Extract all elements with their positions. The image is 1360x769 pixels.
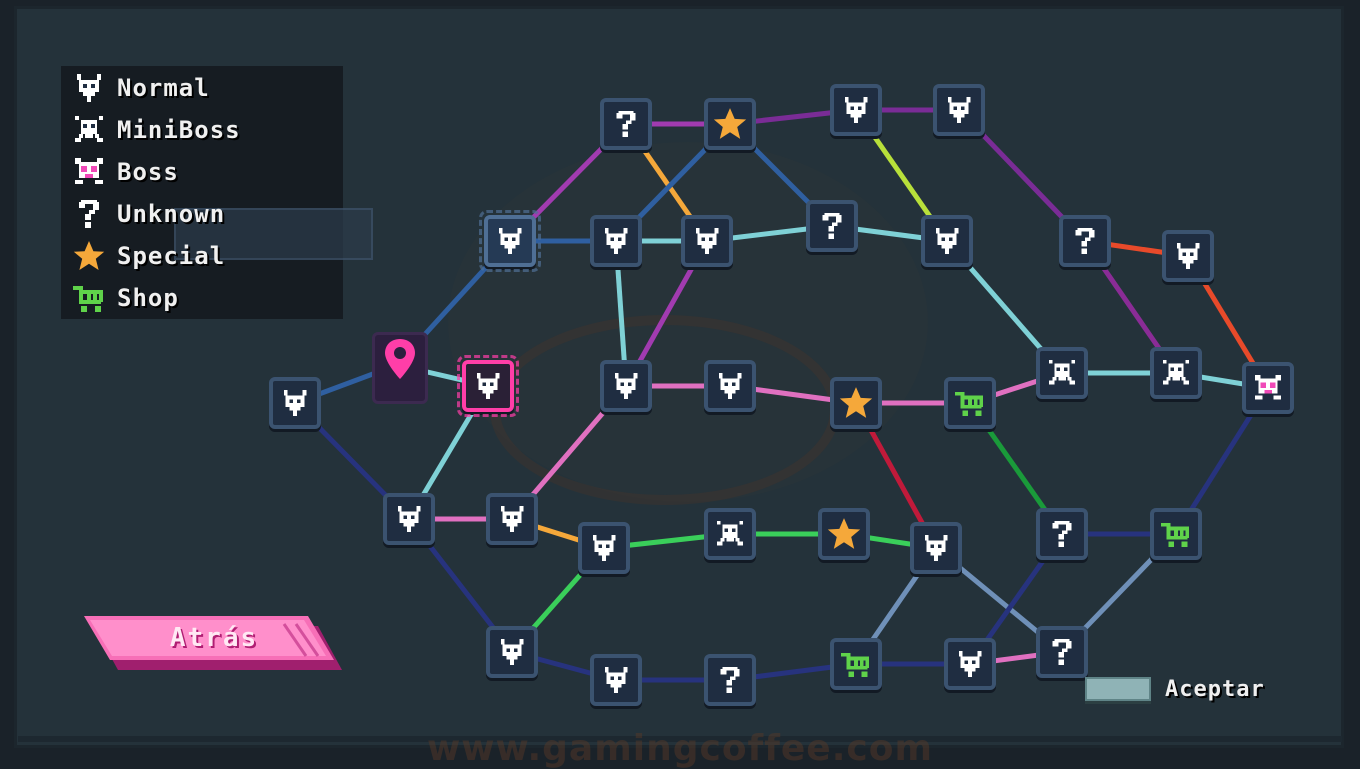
map-node-unknown[interactable] <box>1036 626 1088 678</box>
normal-enemy-icon <box>955 649 985 679</box>
normal-enemy-icon <box>692 226 722 256</box>
special-star-icon <box>839 386 873 420</box>
miniboss-icon <box>1047 358 1077 388</box>
location-pin-icon <box>385 339 415 379</box>
normal-enemy-icon <box>841 95 871 125</box>
special-star-icon <box>71 238 107 274</box>
map-node-special[interactable] <box>704 98 756 150</box>
map-node-normal[interactable] <box>944 638 996 690</box>
map-node-normal[interactable] <box>486 626 538 678</box>
shop-cart-icon <box>1161 519 1191 549</box>
normal-enemy-icon <box>944 95 974 125</box>
legend-panel: Normal MiniBoss Boss Unknown Special Sho… <box>61 66 373 319</box>
map-node-normal[interactable] <box>486 493 538 545</box>
normal-enemy-icon <box>932 226 962 256</box>
map-node-shop[interactable] <box>830 638 882 690</box>
normal-enemy-icon <box>589 533 619 563</box>
normal-enemy-icon <box>715 371 745 401</box>
unknown-icon <box>817 211 847 241</box>
boss-icon <box>71 154 107 190</box>
legend-item-shop: Shop <box>71 280 179 316</box>
map-node-unknown[interactable] <box>1036 508 1088 560</box>
unknown-icon <box>1047 519 1077 549</box>
legend-label: Unknown <box>117 200 226 228</box>
player-location-pin <box>372 332 428 404</box>
watermark-text: www.gamingcoffee.com <box>427 728 933 769</box>
boss-icon <box>1253 373 1283 403</box>
normal-enemy-icon <box>601 226 631 256</box>
map-node-unknown[interactable] <box>1059 215 1111 267</box>
miniboss-icon <box>715 519 745 549</box>
bottom-divider <box>18 736 1342 742</box>
map-node-special[interactable] <box>830 377 882 429</box>
map-node-shop[interactable] <box>944 377 996 429</box>
legend-selection-highlight <box>174 208 373 260</box>
map-node-unknown[interactable] <box>600 98 652 150</box>
legend-label: Special <box>117 242 226 270</box>
map-node-normal[interactable] <box>457 355 519 417</box>
map-node-normal[interactable] <box>479 210 541 272</box>
map-node-normal[interactable] <box>590 654 642 706</box>
legend-item-unknown: Unknown <box>71 196 225 232</box>
accept-label: Aceptar <box>1165 676 1265 702</box>
back-button-shape <box>84 616 342 670</box>
map-node-normal[interactable] <box>269 377 321 429</box>
normal-enemy-icon <box>611 371 641 401</box>
unknown-icon <box>71 196 107 232</box>
legend-label: Normal <box>117 74 210 102</box>
accept-key-icon <box>1085 677 1151 701</box>
shop-cart-icon <box>71 280 107 316</box>
map-node-special[interactable] <box>818 508 870 560</box>
legend-item-miniboss: MiniBoss <box>71 112 241 148</box>
shop-cart-icon <box>841 649 871 679</box>
map-node-normal[interactable] <box>704 360 756 412</box>
special-star-icon <box>827 517 861 551</box>
normal-enemy-icon <box>601 665 631 695</box>
map-node-normal[interactable] <box>910 522 962 574</box>
legend-item-special: Special <box>71 238 225 274</box>
normal-enemy-icon <box>495 226 525 256</box>
map-node-normal[interactable] <box>578 522 630 574</box>
miniboss-icon <box>71 112 107 148</box>
back-button-label: Atrás <box>169 623 259 653</box>
map-node-boss[interactable] <box>1242 362 1294 414</box>
legend-item-boss: Boss <box>71 154 179 190</box>
normal-enemy-icon <box>394 504 424 534</box>
special-star-icon <box>713 107 747 141</box>
normal-enemy-icon <box>280 388 310 418</box>
map-node-miniboss[interactable] <box>704 508 756 560</box>
map-node-normal[interactable] <box>383 493 435 545</box>
map-node-normal[interactable] <box>590 215 642 267</box>
miniboss-icon <box>1161 358 1191 388</box>
map-node-normal[interactable] <box>600 360 652 412</box>
normal-enemy-icon <box>921 533 951 563</box>
map-node-normal[interactable] <box>933 84 985 136</box>
legend-label: Boss <box>117 158 179 186</box>
legend-item-normal: Normal <box>71 70 210 106</box>
map-node-normal[interactable] <box>921 215 973 267</box>
map-node-normal[interactable] <box>681 215 733 267</box>
unknown-icon <box>1047 637 1077 667</box>
normal-enemy-icon <box>497 504 527 534</box>
map-node-shop[interactable] <box>1150 508 1202 560</box>
back-button[interactable]: Atrás <box>84 616 344 670</box>
unknown-icon <box>611 109 641 139</box>
unknown-icon <box>715 665 745 695</box>
map-node-unknown[interactable] <box>806 200 858 252</box>
map-node-unknown[interactable] <box>704 654 756 706</box>
normal-enemy-icon <box>71 70 107 106</box>
map-node-miniboss[interactable] <box>1150 347 1202 399</box>
shop-cart-icon <box>955 388 985 418</box>
map-node-normal[interactable] <box>830 84 882 136</box>
normal-enemy-icon <box>497 637 527 667</box>
normal-enemy-icon <box>1173 241 1203 271</box>
normal-enemy-icon <box>473 371 503 401</box>
unknown-icon <box>1070 226 1100 256</box>
legend-label: Shop <box>117 284 179 312</box>
accept-hint[interactable]: Aceptar <box>1085 676 1265 702</box>
map-node-miniboss[interactable] <box>1036 347 1088 399</box>
map-node-normal[interactable] <box>1162 230 1214 282</box>
legend-label: MiniBoss <box>117 116 241 144</box>
